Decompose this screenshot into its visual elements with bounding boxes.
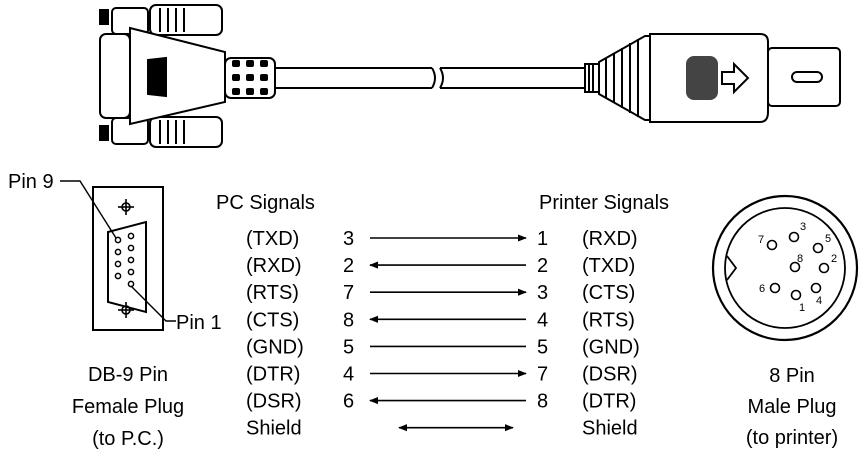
din8-pin-label-1: 1	[799, 302, 805, 314]
printer-pin-number: 2	[537, 255, 548, 277]
signal-row: (DTR) 4 7 (DSR)	[246, 364, 638, 386]
din8-pin-label-2: 2	[831, 253, 837, 265]
db9-mount-hole-bottom	[118, 302, 134, 318]
pin9-label: Pin 9	[8, 171, 54, 193]
signal-row: (RTS) 7 3 (CTS)	[246, 282, 635, 304]
printer-signal-name: (CTS)	[582, 282, 635, 304]
pc-pin-number: 8	[343, 309, 354, 331]
pc-signal-name: (DSR)	[246, 391, 302, 413]
signal-row: (DSR) 6 8 (DTR)	[246, 391, 636, 413]
din8-inner-ring	[724, 207, 846, 329]
pin1-leader	[130, 285, 176, 322]
printer-pin-number: 4	[537, 309, 548, 331]
printer-pin-number: 1	[537, 228, 548, 250]
printer-signal-name: (GND)	[582, 336, 640, 358]
pc-signal-name: (RTS)	[246, 282, 299, 304]
din8-caption-line3: (to printer)	[746, 427, 838, 449]
db9-caption-line1: DB-9 Pin	[88, 364, 168, 386]
printer-signal-name: (RXD)	[582, 228, 638, 250]
pc-signal-name: (CTS)	[246, 309, 299, 331]
signal-row: (RXD) 2 2 (TXD)	[246, 255, 635, 277]
printer-pin-number: 7	[537, 364, 548, 386]
din8-pin-label-3: 3	[800, 221, 806, 233]
db9-connector-drawing	[99, 4, 276, 148]
db9-caption-line3: (to P.C.)	[92, 428, 164, 450]
pc-signal-name: (GND)	[246, 336, 304, 358]
printer-signal-name: (DTR)	[582, 391, 636, 413]
pc-pin-number: 4	[343, 364, 354, 386]
din8-connector-drawing	[584, 33, 841, 123]
printer-pin-number: 8	[537, 391, 548, 413]
signal-row: Shield Shield	[246, 418, 638, 440]
pc-pin-number: 6	[343, 391, 354, 413]
pc-pin-number: 5	[343, 336, 354, 358]
din8-face: 1 2 3 4 5 6 7 8 8 Pin Male Plug (to prin…	[711, 194, 859, 449]
din8-pin-label-4: 4	[816, 295, 822, 307]
pin9-leader	[60, 180, 117, 239]
printer-pin-number: 3	[537, 282, 548, 304]
printer-signal-name: (RTS)	[582, 309, 635, 331]
printer-signals-header: Printer Signals	[539, 192, 669, 214]
signal-row: (TXD) 3 1 (RXD)	[246, 228, 638, 250]
din8-pin-label-7: 7	[758, 234, 764, 246]
db9-face: Pin 9 Pin 1 DB-9 Pin Female Plug (to P.C…	[8, 171, 222, 450]
printer-signal-name: (DSR)	[582, 364, 638, 386]
printer-signal-name: Shield	[582, 418, 638, 440]
db9-caption-line2: Female Plug	[72, 396, 184, 418]
pc-pin-number: 2	[343, 255, 354, 277]
printer-signal-name: (TXD)	[582, 255, 635, 277]
pc-signal-name: (TXD)	[246, 228, 299, 250]
db9-mount-hole-top	[118, 199, 134, 215]
din8-pin-label-8: 8	[797, 253, 803, 265]
din8-caption-line2: Male Plug	[748, 396, 837, 418]
printer-pin-number: 5	[537, 336, 548, 358]
db9-shell	[107, 220, 147, 314]
pc-pin-number: 7	[343, 282, 354, 304]
pc-signal-name: (DTR)	[246, 364, 300, 386]
din8-caption-line1: 8 Pin	[769, 365, 815, 387]
db9-pin-holes	[114, 232, 135, 288]
cable-illustration	[99, 4, 841, 148]
pc-signal-name: Shield	[246, 418, 302, 440]
pin1-label: Pin 1	[176, 312, 222, 334]
din8-pin-label-6: 6	[759, 283, 765, 295]
din8-pin-label-5: 5	[825, 233, 831, 245]
din8-key	[726, 255, 738, 281]
pc-signals-header: PC Signals	[216, 192, 315, 214]
signal-row: (GND) 5 5 (GND)	[246, 336, 640, 358]
pc-pin-number: 3	[343, 228, 354, 250]
pc-signal-name: (RXD)	[246, 255, 302, 277]
cable-line-drawing	[275, 67, 585, 89]
signal-row: (CTS) 8 4 (RTS)	[246, 309, 635, 331]
din8-pin-holes	[766, 231, 830, 301]
